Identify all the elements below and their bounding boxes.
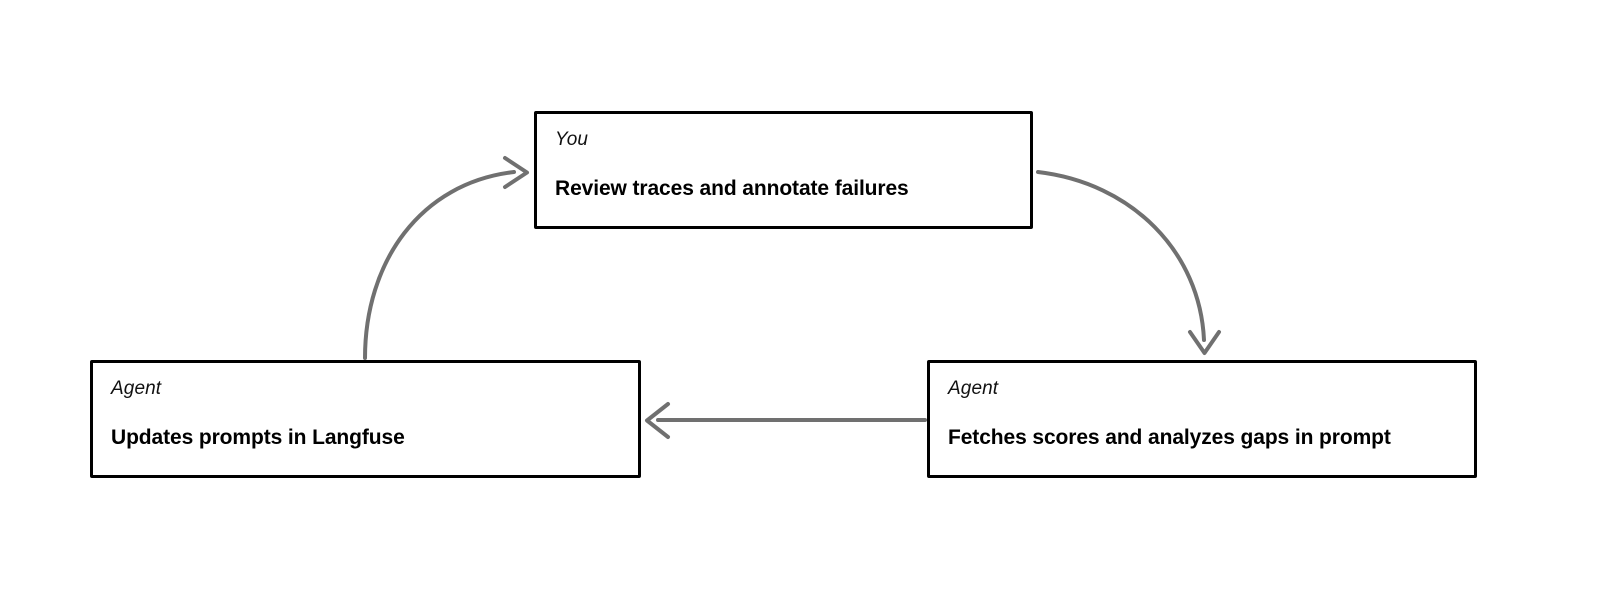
node-title-label: Fetches scores and analyzes gaps in prom… [948,426,1391,449]
node-you-review[interactable]: You Review traces and annotate failures [534,111,1033,229]
node-role-label: You [555,129,589,150]
node-role-label: Agent [111,378,162,399]
node-agent-fetch[interactable]: Agent Fetches scores and analyzes gaps i… [927,360,1477,478]
edge-update-to-you [363,156,529,360]
node-title-label: Updates prompts in Langfuse [111,426,405,449]
node-role-label: Agent [948,378,999,399]
node-agent-update[interactable]: Agent Updates prompts in Langfuse [90,360,641,478]
node-title-label: Review traces and annotate failures [555,177,909,200]
edge-you-to-fetch [1036,170,1221,355]
edge-fetch-to-update [645,402,927,439]
